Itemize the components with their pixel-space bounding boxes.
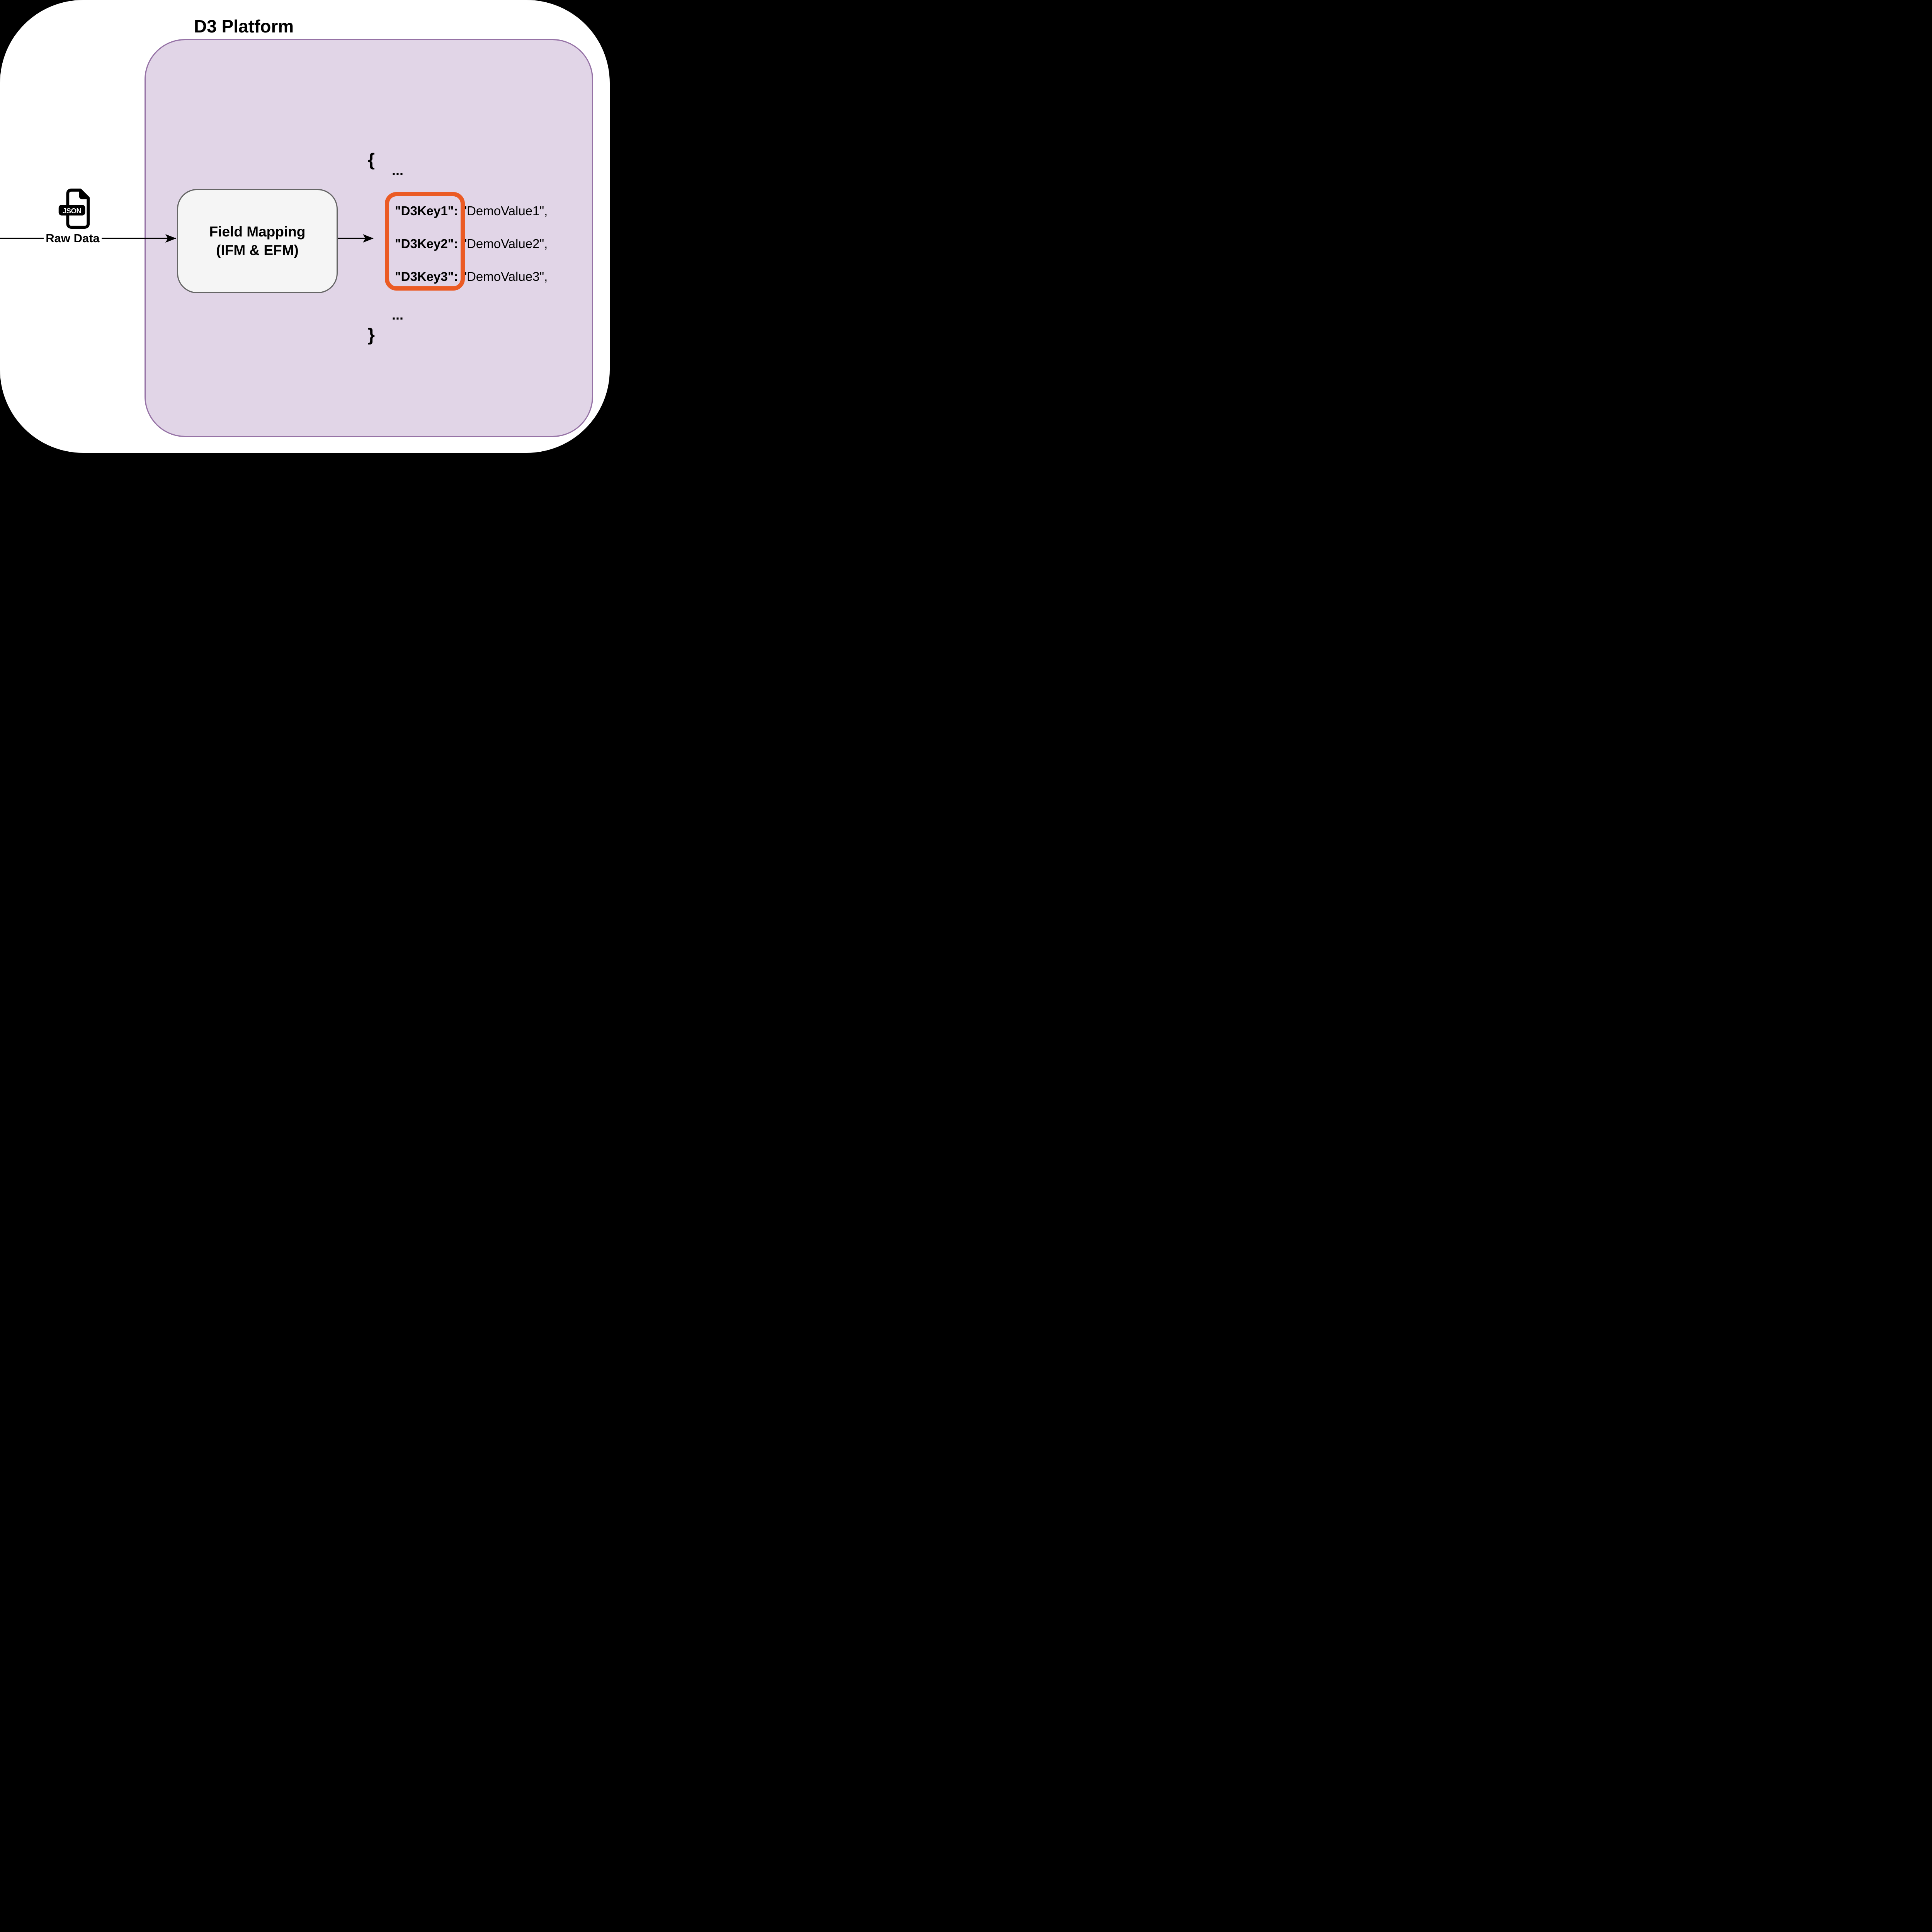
file-fold-corner	[79, 189, 90, 199]
json-label-text: JSON	[63, 207, 82, 215]
json-key-2: "D3Key2":	[395, 236, 458, 251]
json-open-brace: {	[368, 150, 375, 170]
field-mapping-box: Field Mapping (IFM & EFM)	[177, 189, 338, 293]
json-value-1: "DemoValue1",	[462, 204, 548, 218]
json-value-2: "DemoValue2",	[462, 236, 548, 251]
json-key-3: "D3Key3":	[395, 269, 458, 284]
json-label-band	[58, 205, 85, 216]
field-mapping-label-line1: Field Mapping	[209, 223, 306, 240]
diagram-title: D3 Platform	[194, 16, 294, 36]
json-key-1: "D3Key1":	[395, 204, 458, 218]
field-mapping-label-line2: (IFM & EFM)	[216, 242, 299, 258]
diagram-canvas: D3 Platform Field Mapping (IFM & EFM) JS…	[0, 0, 610, 453]
json-close-brace: }	[368, 325, 375, 345]
json-entry-2: "D3Key2": "DemoValue2",	[395, 237, 548, 251]
json-file-icon: JSON	[58, 188, 90, 229]
json-ellipsis-bottom: ...	[392, 307, 404, 323]
json-ellipsis-top: ...	[392, 162, 404, 178]
raw-data-label: Raw Data	[44, 231, 102, 245]
json-entry-1: "D3Key1": "DemoValue1",	[395, 204, 548, 218]
json-entry-3: "D3Key3": "DemoValue3",	[395, 270, 548, 284]
json-value-3: "DemoValue3",	[462, 269, 548, 284]
highlighted-keys-outline	[385, 192, 465, 291]
